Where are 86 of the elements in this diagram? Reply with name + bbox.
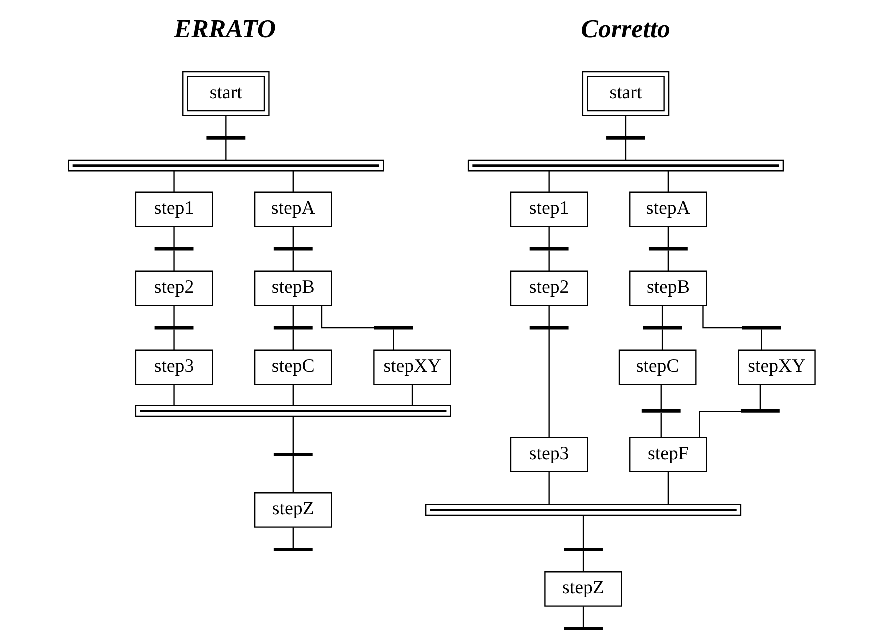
connector	[667, 171, 669, 192]
node-bar	[740, 409, 780, 413]
connector	[173, 306, 174, 326]
connector	[759, 384, 761, 410]
connector	[292, 306, 294, 326]
node-box: stepC	[254, 350, 332, 386]
connector	[173, 171, 174, 192]
connector	[292, 226, 294, 248]
node-box: stepB	[629, 270, 707, 306]
connector	[225, 116, 226, 137]
connector	[548, 226, 550, 248]
node-box: step2	[510, 270, 588, 306]
node-bar	[467, 160, 784, 172]
connector	[582, 606, 584, 628]
node-box: stepZ	[254, 492, 332, 528]
connector	[392, 330, 394, 350]
node-box: stepA	[629, 192, 707, 228]
label: ERRATO	[174, 14, 276, 44]
connector	[667, 250, 669, 272]
node-box: stepXY	[373, 350, 451, 386]
connector	[292, 456, 294, 493]
node-bar	[529, 326, 568, 330]
node-box: stepA	[254, 192, 332, 228]
connector	[292, 171, 294, 192]
node-box: step1	[510, 192, 588, 228]
connector	[702, 306, 742, 329]
label: Corretto	[580, 14, 670, 44]
node-bar	[529, 247, 568, 251]
node-box: start	[582, 71, 670, 116]
node-bar	[68, 160, 384, 172]
node-bar	[273, 326, 312, 330]
connector	[660, 413, 662, 438]
node-bar	[273, 247, 312, 251]
node-bar	[641, 409, 680, 413]
connector	[292, 250, 294, 272]
connector	[582, 551, 584, 572]
connector	[698, 411, 742, 438]
connector	[548, 250, 550, 272]
connector	[292, 384, 294, 406]
node-bar	[134, 405, 451, 418]
node-bar	[374, 326, 413, 330]
connector	[320, 306, 374, 329]
node-box: stepXY	[738, 350, 816, 386]
node-bar	[154, 326, 194, 330]
node-bar	[648, 247, 688, 251]
node-box: start	[182, 71, 270, 116]
connector	[548, 171, 550, 192]
connector	[292, 528, 294, 548]
node-box: stepC	[618, 350, 696, 386]
node-box: step3	[134, 350, 213, 386]
node-bar	[206, 136, 246, 140]
node-box: stepF	[629, 437, 707, 472]
connector	[661, 330, 663, 350]
connector	[173, 226, 174, 248]
connector	[548, 306, 550, 326]
connector	[548, 472, 550, 505]
connector	[225, 139, 226, 160]
node-bar	[425, 504, 742, 516]
connector	[173, 330, 174, 350]
node-bar	[273, 548, 312, 552]
connector	[760, 330, 762, 350]
connector	[173, 384, 174, 406]
connector	[582, 516, 584, 548]
connector	[624, 116, 626, 137]
node-box: step3	[510, 437, 588, 472]
connector	[411, 384, 413, 406]
node-box: step1	[134, 192, 213, 228]
connector	[624, 139, 626, 160]
connector	[292, 330, 294, 350]
node-box: step2	[134, 270, 213, 306]
node-bar	[742, 326, 781, 330]
node-bar	[606, 136, 645, 140]
node-bar	[564, 626, 602, 630]
connector	[667, 226, 669, 248]
node-bar	[154, 247, 194, 251]
node-bar	[564, 548, 602, 552]
node-bar	[273, 453, 312, 457]
node-box: stepB	[254, 270, 332, 306]
connector	[667, 472, 669, 505]
connector	[173, 250, 174, 272]
connector	[292, 416, 294, 454]
connector	[548, 329, 550, 438]
connector	[661, 306, 663, 326]
connector	[660, 384, 662, 410]
node-box: stepZ	[544, 572, 622, 607]
node-bar	[642, 326, 682, 330]
